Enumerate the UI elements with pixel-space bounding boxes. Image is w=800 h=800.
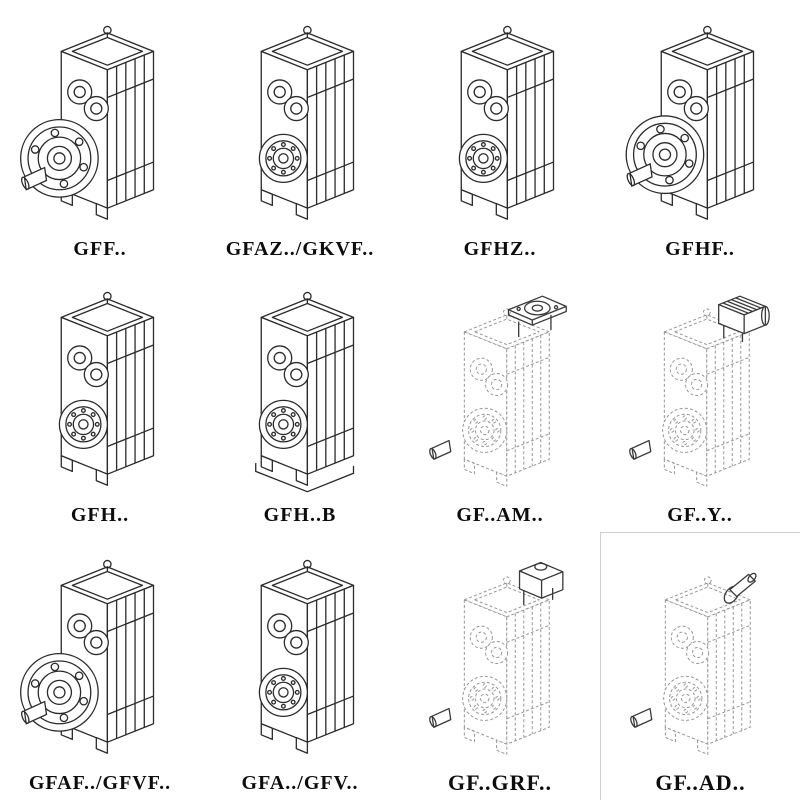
gearbox-drawing-gfa xyxy=(258,559,355,754)
product-label: GF..Y.. xyxy=(667,503,733,526)
product-cell-gfa: GFA../GFV.. xyxy=(200,532,400,800)
gearbox-drawing-gfad xyxy=(628,571,758,755)
product-cell-gff: GFF.. xyxy=(0,0,200,266)
product-cell-gfgrf: GF..GRF.. xyxy=(400,532,600,800)
gearbox-drawing-gfaf xyxy=(19,559,155,754)
gearbox-drawing-gfhb xyxy=(214,291,386,500)
gearbox-drawing-gfhf xyxy=(625,25,755,220)
product-cell-gfhf: GFHF.. xyxy=(600,0,800,266)
product-label: GFA../GFV.. xyxy=(241,771,359,794)
product-label: GFH.. xyxy=(70,503,130,526)
product-cell-gfh: GFH.. xyxy=(0,266,200,532)
product-label: GFF.. xyxy=(73,237,127,260)
product-cell-gfy: GF..Y.. xyxy=(600,266,800,532)
product-cell-gfaz: GFAZ../GKVF.. xyxy=(200,0,400,266)
product-cell-gfhz: GFHZ.. xyxy=(400,0,600,266)
gearbox-drawing-gfh xyxy=(58,291,155,486)
product-cell-gfam: GF..AM.. xyxy=(400,266,600,532)
product-label: GFAZ../GKVF.. xyxy=(225,237,375,260)
product-label: GF..AD.. xyxy=(655,770,746,795)
product-label: GF..AM.. xyxy=(456,503,544,526)
product-cell-gfhb: GFH..B xyxy=(200,266,400,532)
product-cell-gfad: GF..AD.. xyxy=(600,532,800,800)
product-label: GFHZ.. xyxy=(463,237,537,260)
product-cell-gfaf: GFAF../GFVF.. xyxy=(0,532,200,800)
product-label: GFH..B xyxy=(263,503,337,526)
gearbox-drawing-gfgrf xyxy=(427,561,564,755)
gearbox-drawing-gff xyxy=(19,25,155,220)
gearbox-drawing-gfaz xyxy=(258,25,355,220)
gearbox-drawing-gfam xyxy=(427,295,567,487)
gearbox-drawing-gfy xyxy=(627,295,770,487)
gearbox-drawing-gfhz xyxy=(458,25,555,220)
product-label: GFHF.. xyxy=(665,237,735,260)
product-label: GFAF../GFVF.. xyxy=(28,771,172,794)
product-label: GF..GRF.. xyxy=(448,770,552,795)
